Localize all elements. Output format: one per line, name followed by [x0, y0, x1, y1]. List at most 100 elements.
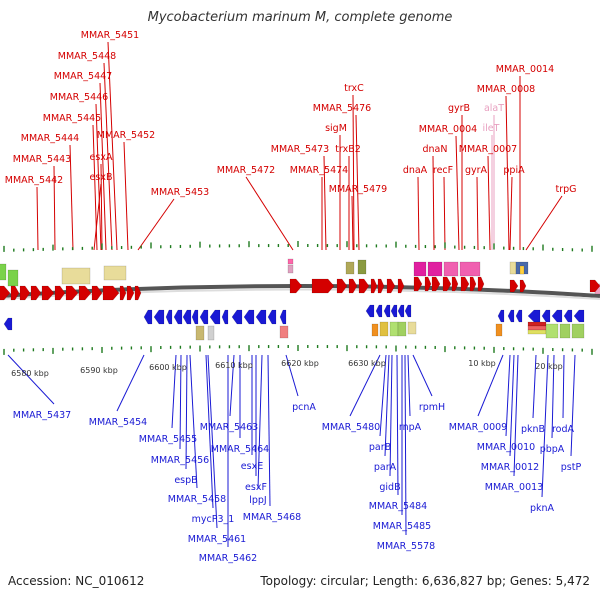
forward-gene-arrow[interactable]	[10, 285, 20, 301]
gene-label-ppia[interactable]: ppiA	[503, 165, 525, 176]
gene-label-mmar_0014[interactable]: MMAR_0014	[496, 64, 554, 75]
rna-feature[interactable]	[0, 263, 7, 281]
misc-feature[interactable]	[371, 323, 379, 337]
gene-label-ilet[interactable]: ileT	[483, 123, 500, 134]
reverse-gene-arrow[interactable]	[497, 309, 505, 323]
gene-label-parb[interactable]: parB	[369, 442, 391, 453]
gene-label-trpg[interactable]: trpG	[555, 184, 576, 195]
reverse-gene-arrow[interactable]	[243, 309, 255, 325]
gene-label-mmar_5473[interactable]: MMAR_5473	[271, 144, 329, 155]
misc-feature[interactable]	[459, 261, 481, 277]
gene-label-mmar_5472[interactable]: MMAR_5472	[217, 165, 275, 176]
reverse-gene-arrow[interactable]	[375, 304, 383, 318]
forward-gene-arrow[interactable]	[311, 278, 335, 294]
gene-label-mmar-5485[interactable]: MMAR_5485	[373, 521, 431, 532]
gene-label-mmar_5448[interactable]: MMAR_5448	[58, 51, 116, 62]
reverse-gene-arrow[interactable]	[231, 309, 243, 325]
misc-feature[interactable]	[527, 325, 547, 331]
forward-gene-arrow[interactable]	[336, 278, 348, 294]
forward-gene-arrow[interactable]	[289, 278, 303, 294]
gene-label-mmar-0010[interactable]: MMAR_0010	[477, 442, 535, 453]
gene-label-esxa[interactable]: esxA	[90, 152, 113, 163]
forward-gene-arrow[interactable]	[54, 285, 66, 301]
forward-gene-arrow[interactable]	[397, 278, 405, 294]
gene-label-esxb[interactable]: esxB	[90, 172, 113, 183]
forward-gene-arrow[interactable]	[358, 278, 370, 294]
forward-gene-arrow[interactable]	[377, 278, 385, 294]
gene-label-mmar-0012[interactable]: MMAR_0012	[481, 462, 539, 473]
gene-label-mmar-5458[interactable]: MMAR_5458	[168, 494, 226, 505]
gene-label-gyrb[interactable]: gyrB	[448, 103, 470, 114]
misc-feature[interactable]	[527, 329, 547, 335]
forward-gene-arrow[interactable]	[460, 276, 470, 292]
reverse-gene-arrow[interactable]	[515, 309, 523, 323]
misc-feature[interactable]	[509, 261, 517, 275]
gene-label-gidb[interactable]: gidB	[379, 482, 400, 493]
forward-gene-arrow[interactable]	[91, 285, 103, 301]
gene-label-mmar-5484[interactable]: MMAR_5484	[369, 501, 427, 512]
gene-label-lppj[interactable]: lppJ	[249, 495, 267, 506]
forward-gene-arrow[interactable]	[386, 278, 396, 294]
reverse-gene-arrow[interactable]	[365, 304, 375, 318]
forward-gene-arrow[interactable]	[0, 285, 11, 301]
misc-feature[interactable]	[195, 325, 205, 341]
misc-feature[interactable]	[443, 261, 459, 277]
forward-gene-arrow[interactable]	[78, 285, 92, 301]
reverse-gene-arrow[interactable]	[199, 309, 209, 325]
gene-label-dnan[interactable]: dnaN	[423, 144, 448, 155]
gene-label-mmar-5437[interactable]: MMAR_5437	[13, 410, 71, 421]
misc-feature[interactable]	[379, 321, 389, 337]
gene-label-pcna[interactable]: pcnA	[292, 402, 316, 413]
gene-label-mycp3-1[interactable]: mycP3_1	[192, 514, 235, 525]
gene-label-mmar-0013[interactable]: MMAR_0013	[485, 482, 543, 493]
gene-label-rpmh[interactable]: rpmH	[419, 402, 445, 413]
gene-label-trxc[interactable]: trxC	[344, 83, 364, 94]
misc-feature[interactable]	[571, 323, 585, 339]
gene-label-mmar_0008[interactable]: MMAR_0008	[477, 84, 535, 95]
reverse-gene-arrow[interactable]	[541, 309, 551, 323]
forward-gene-arrow[interactable]	[126, 285, 135, 301]
reverse-gene-arrow[interactable]	[255, 309, 267, 325]
misc-feature[interactable]	[559, 323, 571, 339]
reverse-gene-arrow[interactable]	[191, 309, 199, 325]
forward-gene-arrow[interactable]	[65, 285, 79, 301]
gene-label-roda[interactable]: rodA	[552, 424, 575, 435]
forward-gene-arrow[interactable]	[134, 285, 142, 301]
gene-label-mmar-5463[interactable]: MMAR_5463	[200, 422, 258, 433]
gene-label-mmar_5442[interactable]: MMAR_5442	[5, 175, 63, 186]
forward-gene-arrow[interactable]	[30, 285, 42, 301]
misc-feature[interactable]	[279, 325, 289, 339]
misc-feature[interactable]	[407, 321, 417, 335]
misc-feature[interactable]	[427, 261, 443, 277]
reverse-gene-arrow[interactable]	[279, 309, 287, 325]
reverse-gene-arrow[interactable]	[573, 309, 585, 323]
gene-label-recf[interactable]: recF	[433, 165, 453, 176]
gene-label-mmar-5464[interactable]: MMAR_5464	[211, 444, 269, 455]
forward-gene-arrow[interactable]	[442, 276, 452, 292]
gene-label-mmar-0009[interactable]: MMAR_0009	[449, 422, 507, 433]
reverse-gene-arrow[interactable]	[165, 309, 173, 325]
gene-label-pknb[interactable]: pknB	[521, 424, 545, 435]
forward-gene-arrow[interactable]	[431, 276, 441, 292]
gene-label-mmar-5454[interactable]: MMAR_5454	[89, 417, 147, 428]
forward-gene-arrow[interactable]	[19, 285, 31, 301]
repeat-feature[interactable]	[61, 267, 91, 285]
misc-feature[interactable]	[345, 261, 355, 275]
gene-label-alat[interactable]: alaT	[484, 103, 504, 114]
reverse-gene-arrow[interactable]	[143, 309, 153, 325]
gene-label-esxe[interactable]: esxE	[241, 461, 263, 472]
gene-label-mmar-5462[interactable]: MMAR_5462	[199, 553, 257, 564]
gene-label-mmar_0004[interactable]: MMAR_0004	[419, 124, 477, 135]
misc-feature[interactable]	[413, 261, 427, 277]
repeat-feature[interactable]	[103, 265, 127, 281]
forward-gene-arrow[interactable]	[370, 278, 378, 294]
forward-gene-arrow[interactable]	[41, 285, 55, 301]
forward-gene-arrow[interactable]	[477, 276, 485, 292]
gene-label-mmar-5480[interactable]: MMAR_5480	[322, 422, 380, 433]
gene-label-pstp[interactable]: pstP	[561, 462, 582, 473]
forward-gene-arrow[interactable]	[509, 279, 519, 293]
reverse-gene-arrow[interactable]	[182, 309, 192, 325]
gene-label-mmar_5476[interactable]: MMAR_5476	[313, 103, 371, 114]
gene-label-mmar_0007[interactable]: MMAR_0007	[459, 144, 517, 155]
reverse-gene-arrow[interactable]	[3, 317, 13, 331]
